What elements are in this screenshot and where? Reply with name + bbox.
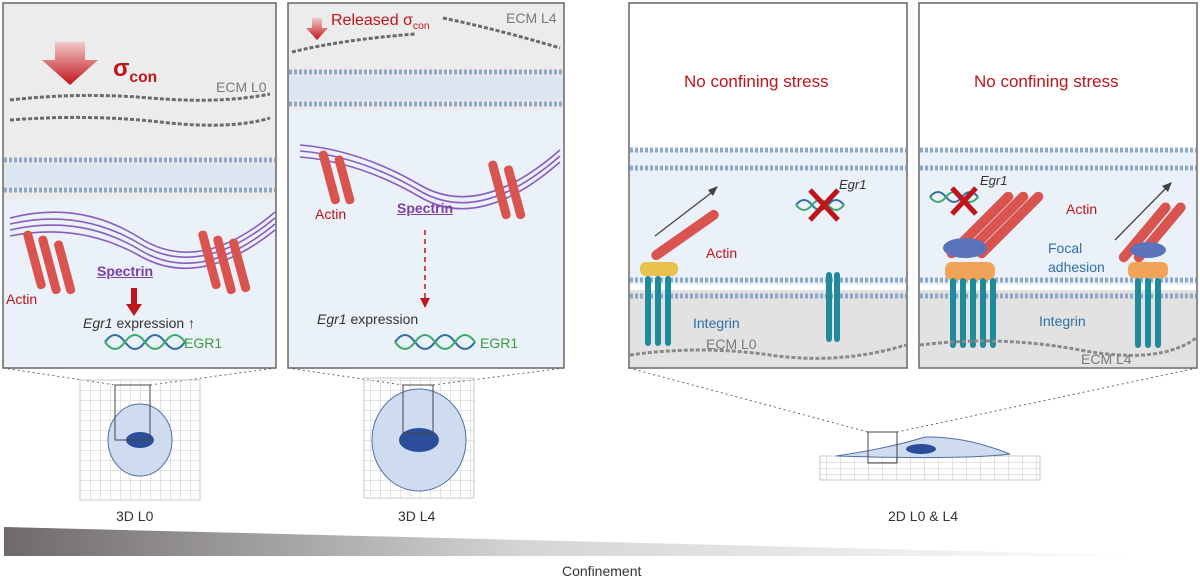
cell-thumbnail-3d-l4 — [363, 377, 475, 499]
focal-adhesion-label-line1: Focal — [1048, 240, 1083, 256]
released-stress-arrow — [306, 18, 328, 40]
integrins — [645, 272, 840, 346]
actin-bundles — [318, 150, 526, 220]
membrane — [630, 147, 906, 299]
stress-arrow — [42, 42, 98, 85]
condition-label-3d-l4: 3D L4 — [398, 508, 436, 524]
integrins — [950, 278, 1161, 348]
panel-2d-l0 — [628, 2, 908, 369]
released-stress-label: Released σcon — [331, 12, 430, 33]
membrane — [4, 157, 275, 193]
confining-stress-label: σcon — [113, 55, 158, 86]
ecm-l0-label: ECM L0 — [216, 79, 267, 95]
egr1-protein-label: EGR1 — [480, 335, 519, 351]
actin-label: Actin — [1066, 201, 1098, 217]
panel-3d-l0 — [2, 2, 277, 369]
actin-label: Actin — [315, 206, 347, 222]
cell-thumbnail-2d — [819, 431, 1041, 481]
actin-label: Actin — [706, 245, 738, 261]
egr1-gene-label: Egr1 — [980, 173, 1008, 188]
egr1-expression-up: Egr1 expression ↑ — [83, 315, 196, 331]
egr1-expression: Egr1 expression — [317, 311, 419, 327]
actin-bundle — [651, 209, 719, 261]
panel-3d-l4 — [287, 2, 565, 369]
integrin-label: Integrin — [693, 315, 740, 331]
condition-label-2d: 2D L0 & L4 — [888, 508, 959, 524]
confinement-gradient — [4, 527, 1164, 556]
actin-label: Actin — [6, 291, 38, 307]
dna-helix — [394, 334, 476, 350]
spectrin-label: Spectrin — [397, 200, 454, 216]
integrin-label: Integrin — [1039, 313, 1086, 329]
ecm-l4-label: ECM L4 — [1081, 351, 1132, 367]
spectrin-label: Spectrin — [97, 263, 154, 279]
egr1-gene-label: Egr1 — [839, 177, 867, 192]
condition-label-3d-l0: 3D L0 — [116, 508, 154, 524]
dna-helix — [104, 334, 186, 350]
panel-2d-l4 — [918, 2, 1198, 369]
focal-adhesions — [943, 238, 1168, 280]
no-confining-stress-title: No confining stress — [684, 72, 829, 91]
membrane — [289, 69, 563, 107]
dna-helix-blocked — [795, 188, 845, 222]
ecm-l0-label: ECM L0 — [706, 336, 757, 352]
dna-helix-blocked — [929, 186, 979, 216]
no-confining-stress-title: No confining stress — [974, 72, 1119, 91]
egr1-protein-label: EGR1 — [184, 335, 223, 351]
cell-thumbnail-3d-l0 — [79, 379, 201, 501]
focal-adhesion-label-line2: adhesion — [1048, 259, 1105, 275]
confinement-label: Confinement — [562, 563, 642, 579]
ecm-l4-label: ECM L4 — [506, 10, 557, 26]
actin-bundles — [23, 230, 251, 295]
